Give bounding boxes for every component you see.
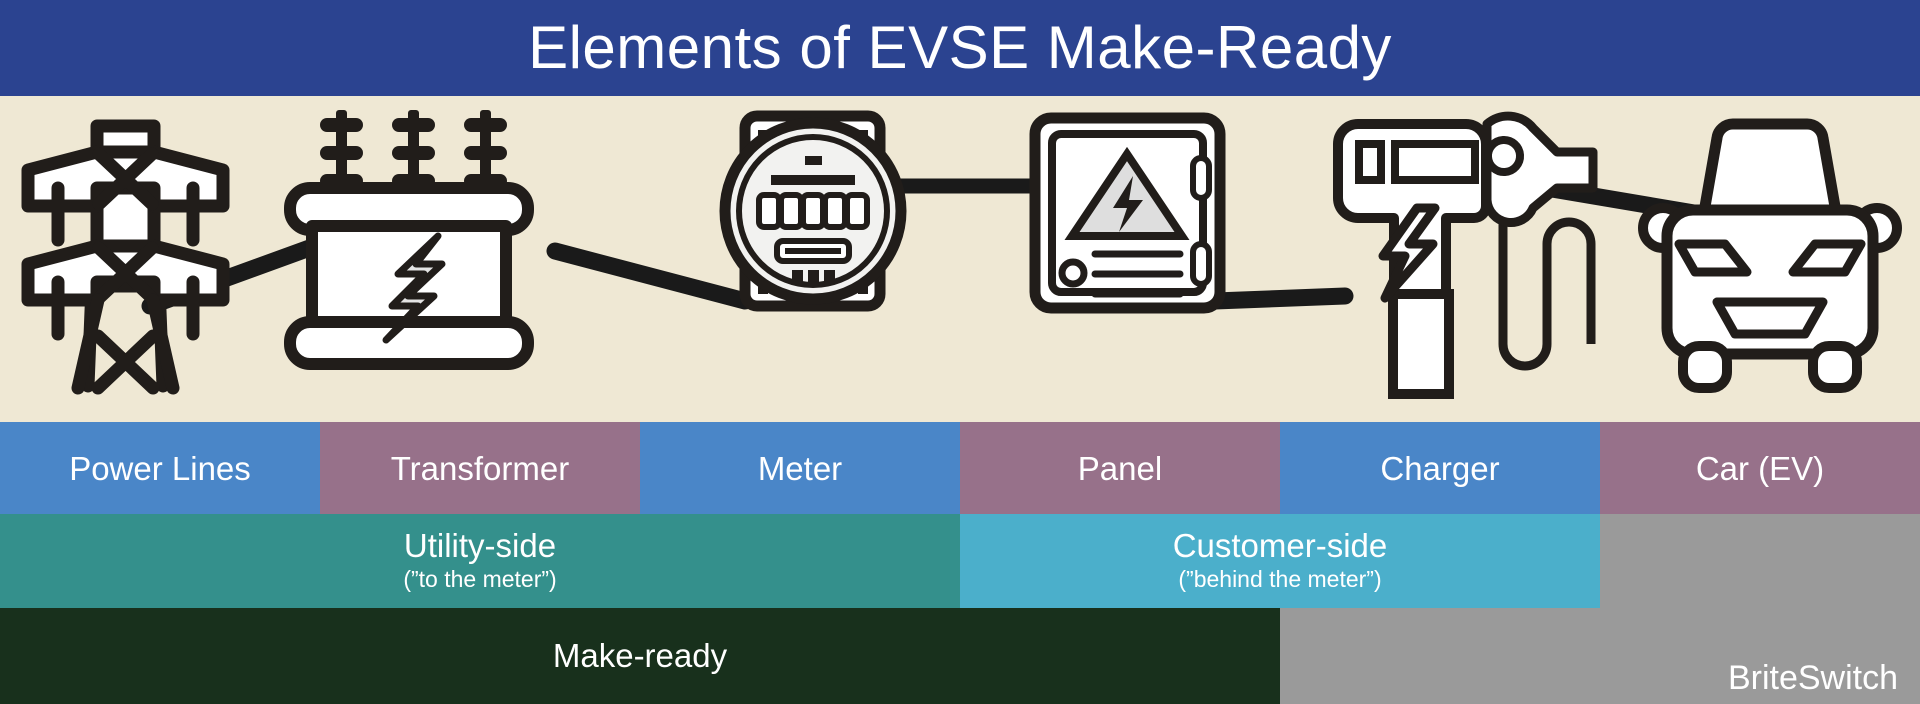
diagram-canvas [0, 96, 1920, 422]
utility-side-title: Utility-side [403, 527, 557, 565]
make-ready-row: Make-ready BriteSwitch [0, 608, 1920, 704]
side-band-filler [1600, 514, 1920, 608]
page-title: Elements of EVSE Make-Ready [528, 14, 1392, 81]
customer-side-subtitle: (”behind the meter”) [1178, 566, 1382, 593]
customer-side-title: Customer-side [1172, 527, 1388, 565]
power-lines-icon [21, 119, 230, 395]
component-label: Meter [757, 449, 843, 487]
transformer-icon [284, 110, 534, 370]
component-label: Power Lines [69, 449, 251, 487]
customer-side-band[interactable]: Customer-side (”behind the meter”) [960, 514, 1600, 608]
utility-side-subtitle: (”to the meter”) [403, 566, 557, 593]
make-ready-band[interactable]: Make-ready [0, 608, 1280, 704]
component-charger[interactable]: Charger [1280, 422, 1600, 514]
component-label: Charger [1380, 449, 1500, 487]
page-header: Elements of EVSE Make-Ready [0, 0, 1920, 96]
make-ready-label: Make-ready [552, 637, 728, 674]
brand-band: BriteSwitch [1280, 608, 1920, 704]
component-power-lines[interactable]: Power Lines [0, 422, 320, 514]
component-panel[interactable]: Panel [960, 422, 1280, 514]
panel-icon [1029, 112, 1226, 314]
component-label: Panel [1077, 449, 1163, 487]
component-label: Transformer [390, 449, 570, 487]
meter-icon [719, 110, 907, 312]
component-label-row: Power Lines Transformer Meter Panel Char… [0, 422, 1920, 514]
component-transformer[interactable]: Transformer [320, 422, 640, 514]
component-car[interactable]: Car (EV) [1600, 422, 1920, 514]
charger-icon [1333, 111, 1598, 399]
brand-name: BriteSwitch [1727, 659, 1898, 697]
car-icon [1638, 118, 1902, 393]
component-label: Car (EV) [1695, 449, 1825, 487]
component-meter[interactable]: Meter [640, 422, 960, 514]
side-band-row: Utility-side (”to the meter”) Customer-s… [0, 514, 1920, 608]
utility-side-band[interactable]: Utility-side (”to the meter”) [0, 514, 960, 608]
